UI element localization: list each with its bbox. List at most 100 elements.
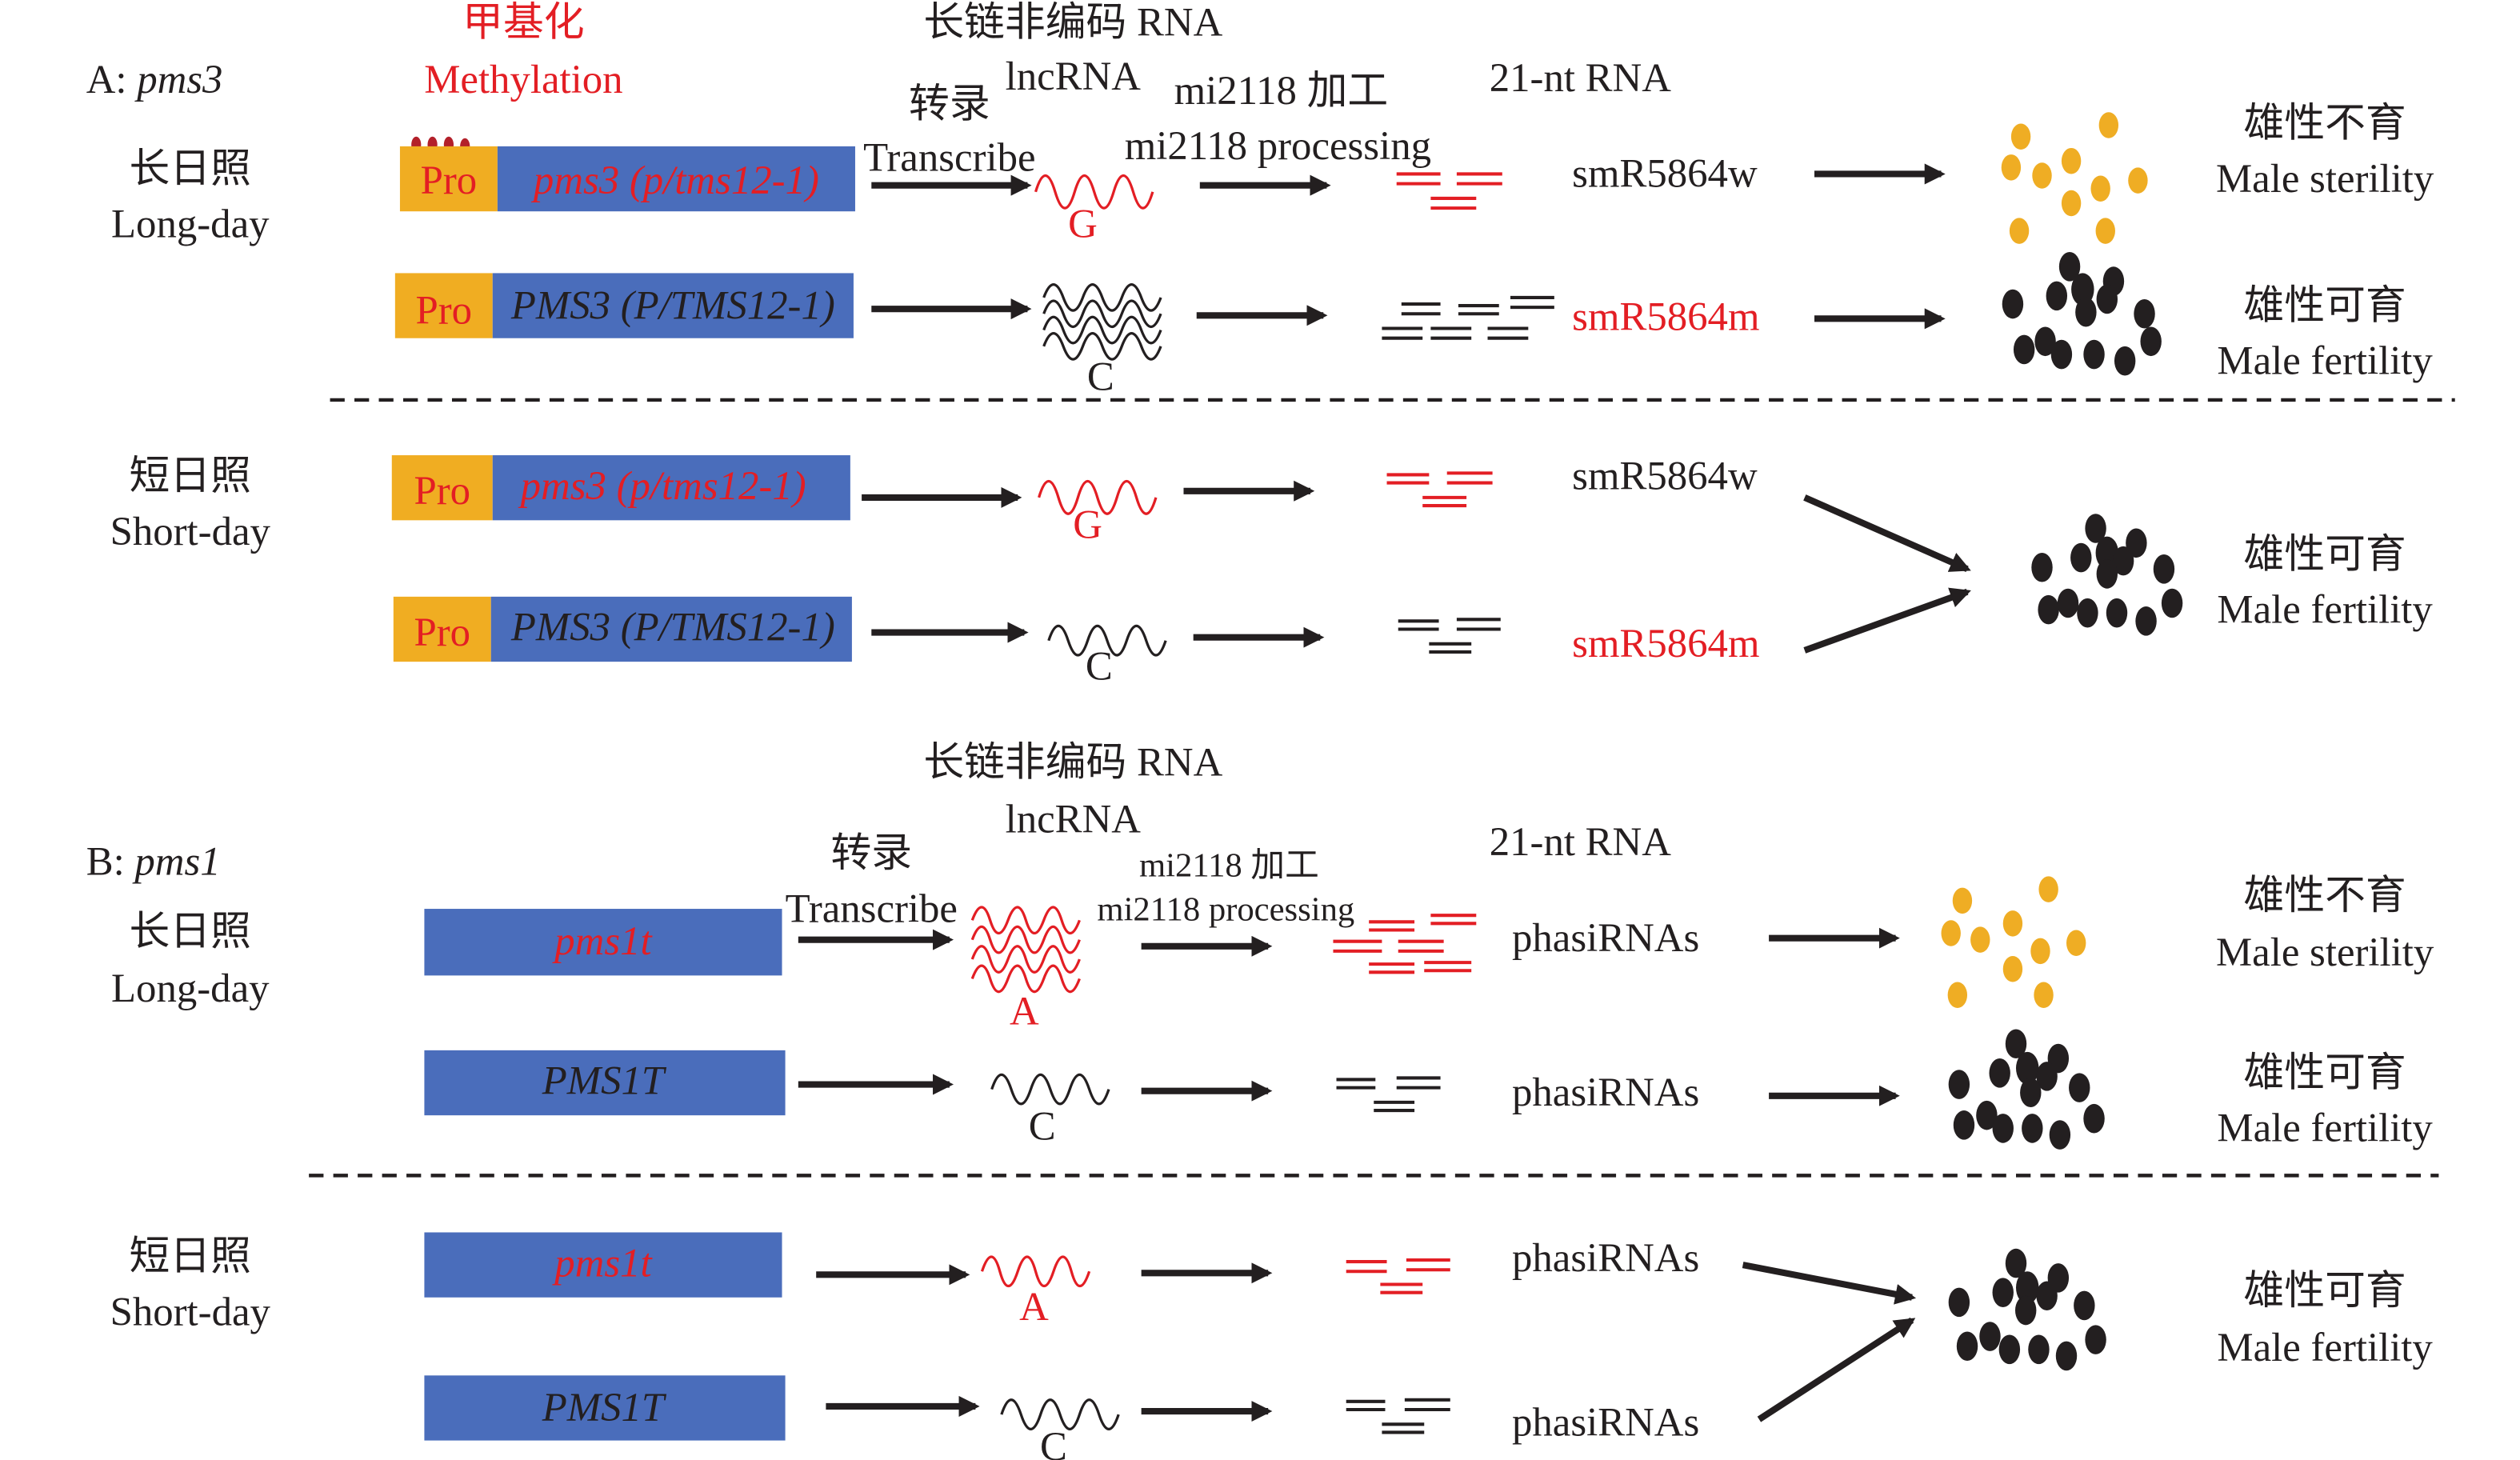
snp-label: C <box>1087 354 1114 399</box>
a-sd-outcome-cn: 雄性可育 <box>2244 531 2406 576</box>
gene-box <box>490 596 852 662</box>
small-rna-duplex-icon <box>1346 1258 1450 1294</box>
panel-a: A: pms3 甲基化 Methylation 长链非编码 RNA 转录 lnc… <box>86 0 2455 688</box>
outcome-cn: 雄性不育 <box>2244 101 2406 146</box>
fertile-pollen-icon <box>2002 252 2162 376</box>
converge-arrow <box>1757 1317 1916 1422</box>
gene-label: pms1t <box>552 1240 653 1285</box>
srna-label: smR5864w <box>1572 454 1758 498</box>
promoter-label: Pro <box>421 158 478 202</box>
snp-label: C <box>1040 1424 1067 1460</box>
b-sd-outcome-cn: 雄性可育 <box>2244 1268 2406 1313</box>
gene-label: pms1t <box>552 918 653 963</box>
b-ld-row-mutant: pms1t A phasiRNAs <box>424 873 2434 1033</box>
gene-box <box>424 1050 786 1116</box>
outcome-en: Male sterility <box>2216 930 2434 974</box>
panel-a-title: A: pms3 <box>86 57 223 102</box>
promoter-box <box>399 146 498 212</box>
promoter-label: Pro <box>414 468 470 513</box>
b-long-day-en: Long-day <box>111 966 270 1010</box>
a-sd-row-wildtype: Pro PMS3 (P/TMS12-1) C smR5864m <box>393 587 1971 688</box>
gene-label: PMS1T <box>542 1385 667 1430</box>
a-sd-outcome-en: Male fertility <box>2217 586 2433 631</box>
snp-label: A <box>1019 1284 1049 1329</box>
lncrna-wave-icon <box>1042 283 1162 361</box>
panel-b: B: pms1 长链非编码 RNA lncRNA 转录 mi2118 加工 21… <box>86 739 2439 1460</box>
b-sd-outcome-en: Male fertility <box>2217 1325 2433 1370</box>
promoter-box <box>394 273 493 338</box>
outcome-en: Male sterility <box>2216 156 2434 201</box>
gene-label: PMS1T <box>542 1058 667 1103</box>
snp-label: G <box>1068 202 1098 246</box>
srna-label: phasiRNAs <box>1512 1400 1699 1445</box>
promoter-label: Pro <box>416 287 473 332</box>
lncrna-label-en: lncRNA <box>1006 54 1142 98</box>
gene-box <box>424 909 782 976</box>
processing-label-cn: mi2118 加工 <box>1139 846 1319 884</box>
snp-label: A <box>1010 988 1039 1033</box>
gene-label: pms3 (p/tms12-1) <box>531 158 819 202</box>
promoter-label: Pro <box>414 610 470 654</box>
gene-box <box>424 1232 782 1298</box>
srna-label: smR5864m <box>1572 621 1759 666</box>
outcome-en: Male fertility <box>2217 1106 2433 1150</box>
transcribe-label-cn: 转录 <box>909 81 990 126</box>
small-rna-label: 21-nt RNA <box>1490 819 1671 864</box>
a-sd-fertile-pollen-icon <box>2031 514 2183 636</box>
a-long-day-cn: 长日照 <box>130 146 251 191</box>
outcome-en: Male fertility <box>2217 338 2433 382</box>
processing-label-cn: mi2118 加工 <box>1174 68 1389 113</box>
snp-label: G <box>1073 502 1102 547</box>
gene-box <box>492 455 850 521</box>
lncrna-label-en: lncRNA <box>1006 797 1142 842</box>
lncrna-wave-icon <box>980 1255 1091 1288</box>
small-rna-label: 21-nt RNA <box>1490 55 1671 100</box>
transcribe-label-cn: 转录 <box>830 830 912 875</box>
srna-label: phasiRNAs <box>1512 1070 1699 1114</box>
small-rna-duplex-icon <box>1346 1398 1450 1434</box>
b-long-day-cn: 长日照 <box>130 909 251 954</box>
panel-b-title: B: pms1 <box>86 838 221 883</box>
srna-label: phasiRNAs <box>1512 915 1699 960</box>
fertile-pollen-icon <box>1948 1029 2105 1150</box>
processing-label-en: mi2118 processing <box>1125 123 1431 168</box>
transcribe-label-en: Transcribe <box>786 886 958 930</box>
srna-label: smR5864w <box>1572 151 1758 196</box>
small-rna-duplex-icon <box>1333 914 1477 974</box>
gene-box <box>492 273 854 338</box>
methylation-label-cn: 甲基化 <box>462 0 584 45</box>
gene-box <box>424 1375 786 1441</box>
a-sd-row-mutant: Pro pms3 (p/tms12-1) G smR5864w <box>391 454 1971 573</box>
a-short-day-cn: 短日照 <box>130 454 251 498</box>
sterile-pollen-icon <box>2001 112 2148 244</box>
converge-arrow <box>1742 1262 1917 1305</box>
small-rna-duplex-icon <box>1336 1076 1441 1113</box>
b-ld-row-wildtype: PMS1T C phasiRNAs 雄性可育 Male fe <box>424 1029 2433 1150</box>
snp-label: C <box>1086 643 1113 688</box>
transcribe-label-en: Transcribe <box>863 134 1035 179</box>
gene-label: pms3 (p/tms12-1) <box>518 463 806 508</box>
b-sd-row-wildtype: PMS1T C phasiRNAs <box>424 1317 1916 1460</box>
promoter-box <box>393 596 491 662</box>
methylation-label-en: Methylation <box>424 57 622 102</box>
b-sd-fertile-pollen-icon <box>1948 1248 2106 1371</box>
a-short-day-en: Short-day <box>110 509 271 554</box>
a-ld-row-wildtype: Pro PMS3 (P/TMS12-1) C smR5864m <box>394 252 2433 399</box>
gene-label: PMS3 (P/TMS12-1) <box>510 282 835 327</box>
lncrna-label-cn: 长链非编码 RNA <box>923 0 1222 45</box>
gene-label: PMS3 (P/TMS12-1) <box>510 605 835 650</box>
converge-arrow <box>1803 494 1971 573</box>
b-short-day-cn: 短日照 <box>130 1234 251 1278</box>
srna-label: smR5864m <box>1572 294 1759 339</box>
small-rna-duplex-icon <box>1398 618 1501 654</box>
processing-label-en: mi2118 processing <box>1097 890 1354 928</box>
small-rna-duplex-icon <box>1382 295 1554 340</box>
b-short-day-en: Short-day <box>110 1289 271 1334</box>
lncrna-wave-icon <box>970 906 1081 994</box>
lncrna-wave-icon <box>1000 1398 1120 1431</box>
lncrna-wave-icon <box>1047 624 1167 657</box>
snp-label: C <box>1029 1104 1056 1149</box>
outcome-cn: 雄性不育 <box>2244 873 2406 918</box>
small-rna-duplex-icon <box>1396 172 1502 210</box>
